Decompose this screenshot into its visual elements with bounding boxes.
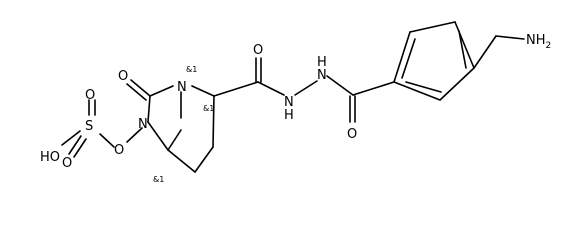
atom-o-lactam: O [118, 69, 128, 84]
bond-nh-nh [294, 80, 318, 96]
bond-c7-n6 [147, 95, 151, 123]
stereo-label-c2: &1 [203, 104, 214, 113]
atom-nh2: NH2 [526, 33, 551, 51]
bond-ring-ch2 [473, 35, 497, 69]
bond-n6-o [126, 127, 143, 143]
atom-o-sulfate-bottom: O [62, 156, 72, 171]
atom-n-hydrazide-2: N [317, 68, 327, 83]
bond-nh-carbonyl2 [326, 75, 354, 96]
stereo-labels: &1 &1 &1 [153, 65, 214, 184]
bond-ring-2 [409, 21, 456, 33]
bond-ring-3 [454, 21, 475, 69]
bond-c2-carbonyl [213, 81, 259, 97]
atom-o-ester: O [114, 143, 124, 158]
atom-n-hydrazide-1: N [284, 95, 294, 110]
atom-labels: O N N O S O O HO O N H N H O NH2 [40, 33, 551, 171]
atom-o-amide1: O [253, 43, 263, 58]
bonds [61, 21, 525, 173]
stereo-label-c5: &1 [153, 175, 164, 184]
bond-ring-inner-3 [405, 81, 442, 93]
bond-ring-1 [393, 31, 411, 83]
bond-ring-inner-1 [401, 38, 416, 79]
atom-h-hydrazide-1: H [284, 108, 294, 123]
bond-n1-c2 [191, 85, 215, 97]
atom-o-amide2: O [347, 127, 357, 142]
bond-c2-c3 [212, 95, 215, 148]
bond-ring-4 [439, 67, 475, 101]
atom-o-sulfate-top: O [85, 88, 95, 103]
bond-c7-n1 [149, 85, 174, 97]
atom-n-bridge: N [177, 80, 187, 95]
atom-s: S [85, 119, 93, 134]
bond-s-o-bottom-b [73, 138, 87, 158]
atom-n-ring: N [138, 117, 148, 132]
bond-c3-c4 [194, 146, 214, 173]
bond-ring-inner-2 [458, 30, 467, 69]
bond-o-s [99, 133, 115, 148]
bond-carbonyl-nh [257, 81, 285, 96]
bond-carbonyl2-ring [352, 81, 395, 96]
bond-s-oh [61, 130, 81, 146]
bond-n6-c5 [147, 121, 169, 151]
bond-bridge-c5 [167, 129, 182, 151]
bond-c4-c5 [167, 149, 196, 173]
chemical-structure: O N N O S O O HO O N H N H O NH2 &1 &1 &… [40, 21, 551, 184]
bond-s-o-bottom-a [68, 135, 82, 155]
bond-c7-o [130, 79, 151, 97]
stereo-label-bridge-n: &1 [186, 65, 197, 74]
bond-c7-o-double [126, 83, 147, 101]
atom-oh: HO [40, 150, 60, 165]
bond-ch2-n [495, 35, 525, 40]
atom-h-hydrazide-2: H [317, 55, 327, 70]
bond-ring-5 [393, 81, 441, 101]
